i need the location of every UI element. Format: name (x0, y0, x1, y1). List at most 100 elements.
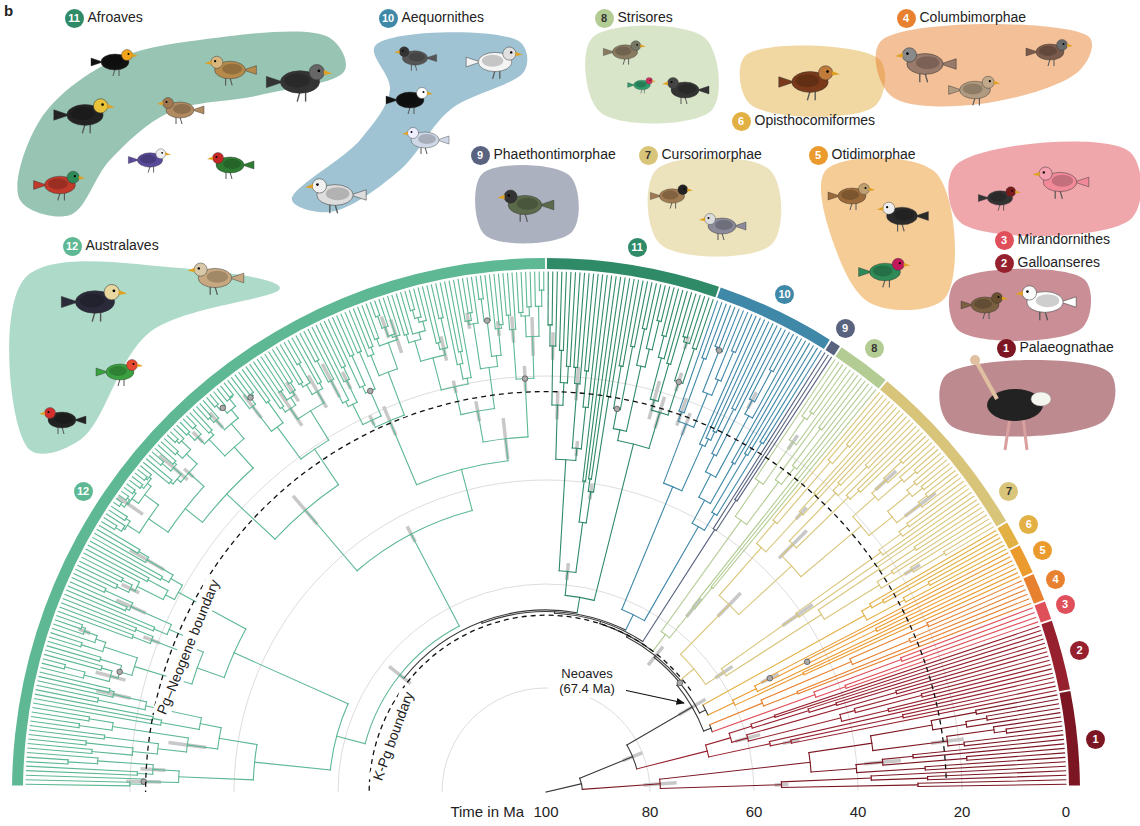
clade-number: 5 (809, 146, 828, 165)
tree-branch (871, 776, 872, 780)
tree-branch (722, 309, 739, 351)
bird-head (194, 263, 207, 276)
tree-branch (97, 758, 99, 764)
tree-branch (708, 703, 734, 715)
tree-branch (560, 382, 567, 383)
tree-branch (619, 280, 634, 366)
tree-branch (145, 495, 159, 505)
tree-branch (441, 384, 468, 390)
tree-branch (789, 493, 835, 541)
bird-head (163, 98, 174, 109)
tree-branch (161, 577, 163, 580)
tree-branch (860, 433, 922, 492)
tree-branch (246, 367, 270, 400)
tree-branch (91, 750, 92, 754)
clade-number: 6 (1019, 515, 1038, 534)
tree-branch (726, 615, 821, 676)
tree-branch (627, 707, 692, 745)
clade-number: 11 (628, 238, 647, 257)
tree-branch (128, 493, 136, 504)
time-grid-circle (234, 480, 858, 792)
tree-branch (372, 420, 375, 427)
tree-branch (171, 432, 178, 439)
tree-branch (320, 324, 341, 368)
tree-branch (415, 317, 421, 319)
tree-branch (287, 395, 295, 400)
tree-branch (692, 523, 704, 530)
tree-branch (626, 615, 634, 630)
clade-number: 11 (65, 9, 84, 28)
bird-leg (176, 117, 177, 124)
tree-branch (45, 654, 101, 669)
tree-branch (925, 494, 928, 497)
bird-eye (166, 101, 168, 103)
bird-eye (708, 217, 710, 219)
clade-swath (821, 158, 955, 310)
tree-branch (833, 490, 838, 495)
bird-beak (1002, 297, 1008, 301)
tree-branch (216, 420, 224, 429)
axis-tick-label: 20 (954, 803, 971, 820)
tree-branch (83, 628, 85, 634)
tree-branch (659, 779, 661, 788)
tree-branch (873, 741, 948, 750)
tree-branch (911, 567, 914, 572)
bird-beak (895, 53, 903, 58)
bird-eye (113, 289, 116, 292)
tree-branch (152, 765, 154, 774)
tree-branch (495, 328, 501, 330)
tree-branch (967, 748, 1065, 756)
tree-branch (847, 444, 850, 447)
tree-branch (119, 503, 122, 507)
tree-branch (550, 345, 556, 346)
tree-branch (320, 383, 323, 389)
bird-eye (886, 206, 888, 208)
bird-beak (662, 82, 668, 86)
bird-eye (216, 156, 218, 158)
tree-branch (357, 511, 472, 571)
clade-band-segment (1010, 545, 1033, 576)
clade-number-badge: 9 (836, 319, 855, 338)
bird-leg (919, 73, 920, 82)
tree-branch (132, 748, 134, 755)
tree-branch (444, 348, 445, 354)
tree-branch (899, 532, 902, 537)
tree-branch (175, 451, 178, 454)
tree-branch (144, 463, 169, 484)
tree-branch (782, 556, 801, 577)
bird-sketch (157, 98, 204, 125)
tree-branch (166, 595, 175, 600)
tree-branch (378, 316, 382, 328)
tree-branch (104, 737, 158, 744)
tree-branch (218, 728, 221, 749)
tree-branch (81, 625, 82, 629)
bird-head (678, 185, 688, 195)
clade-band-segment (1041, 621, 1070, 692)
tree-branch (586, 492, 591, 523)
clade-number: 10 (379, 9, 398, 28)
tree-branch (588, 491, 593, 493)
tree-branch (559, 272, 561, 350)
tree-branch (549, 325, 550, 346)
tree-branch (749, 399, 754, 402)
tree-branch (585, 274, 594, 371)
tree-branch (48, 641, 101, 657)
tree-branch (644, 527, 698, 621)
tree-branch (877, 565, 1014, 631)
tree-branch (160, 720, 162, 725)
tree-branch (122, 580, 132, 585)
tree-branch (900, 477, 904, 482)
tree-branch (104, 588, 106, 592)
tree-branch (317, 361, 328, 382)
tree-branch (114, 503, 119, 507)
tree-branch (773, 520, 777, 523)
bird-head (883, 202, 895, 214)
bird-leg (989, 312, 990, 319)
tree-branch (705, 439, 708, 446)
tree-branch (98, 700, 145, 710)
tree-branch (417, 461, 508, 485)
bird-wing (963, 83, 983, 94)
tree-branch (132, 635, 133, 639)
tree-branch (809, 753, 811, 772)
tree-branch (328, 379, 333, 382)
